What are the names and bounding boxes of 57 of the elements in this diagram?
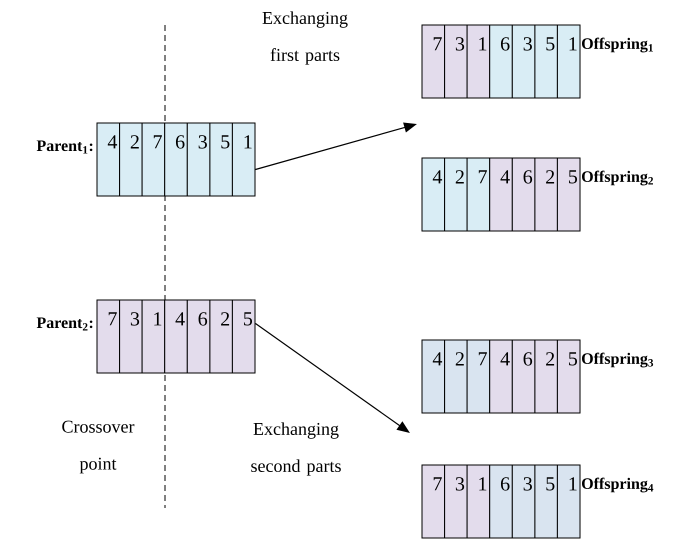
gene-cell: 7 [466, 340, 490, 414]
gene-cell: 1 [142, 300, 166, 374]
gene-cell: 5 [534, 464, 558, 538]
gene-cell: 5 [209, 122, 233, 196]
gene-cell: 4 [422, 158, 446, 232]
gene-cell: 7 [422, 24, 446, 98]
gene-cell: 4 [422, 340, 446, 414]
gene-cell: 2 [534, 158, 558, 232]
gene-cell: 5 [556, 340, 580, 414]
gene-cell: 6 [489, 464, 513, 538]
gene-cell: 2 [119, 122, 143, 196]
gene-cell: 3 [444, 464, 468, 538]
chromosome-label: Offspring$_{4}$ [582, 478, 654, 492]
gene-cell: 6 [512, 158, 536, 232]
chromosome-label: Offspring$_{3}$ [582, 352, 654, 368]
gene-cell: 2 [209, 300, 233, 374]
gene-cell: 3 [444, 24, 468, 98]
gene-cell: 1 [466, 24, 490, 98]
gene-cell: 5 [232, 300, 256, 374]
gene-cell: 4 [489, 158, 513, 232]
caption-text: Exchanging second parts [251, 422, 341, 476]
gene-cell: 4 [489, 340, 513, 414]
gene-cell: 2 [444, 340, 468, 414]
gene-cell: 6 [512, 340, 536, 414]
chromosome [96, 300, 256, 374]
gene-cell: 1 [466, 464, 490, 538]
gene-cell: 7 [466, 158, 490, 232]
chromosome-label: Offspring$_{1}$ [582, 38, 653, 52]
chromosome [422, 24, 580, 98]
gene-cell: 6 [164, 122, 188, 196]
gene-cell: 2 [534, 340, 558, 414]
chromosome [422, 158, 580, 232]
gene-cell: 3 [512, 464, 536, 538]
gene-cell: 6 [489, 24, 513, 98]
gene-cell: 7 [142, 122, 166, 196]
gene-cell: 3 [186, 122, 210, 196]
gene-cell: 6 [186, 300, 210, 374]
gene-cell: 5 [534, 24, 558, 98]
chromosome [96, 122, 256, 196]
gene-cell: 1 [232, 122, 256, 196]
chromosome [422, 340, 580, 414]
chromosome-label: Parent$_{1}$: [36, 140, 92, 154]
gene-cell: 5 [556, 158, 580, 232]
caption-text: Exchanging first parts [262, 11, 348, 65]
gene-cell: 7 [422, 464, 446, 538]
gene-cell: 4 [96, 122, 120, 196]
gene-cell: 2 [444, 158, 468, 232]
chromosome [422, 464, 580, 538]
gene-cell: 1 [556, 464, 580, 538]
gene-cell: 1 [556, 24, 580, 98]
gene-cell: 4 [164, 300, 188, 374]
caption-text: Crossover point [62, 420, 134, 474]
gene-cell: 7 [96, 300, 120, 374]
chromosome-label: Offspring$_{2}$ [582, 170, 653, 186]
gene-cell: 3 [512, 24, 536, 98]
chromosome-label: Parent$_{2}$: [36, 317, 92, 331]
gene-cell: 3 [119, 300, 143, 374]
